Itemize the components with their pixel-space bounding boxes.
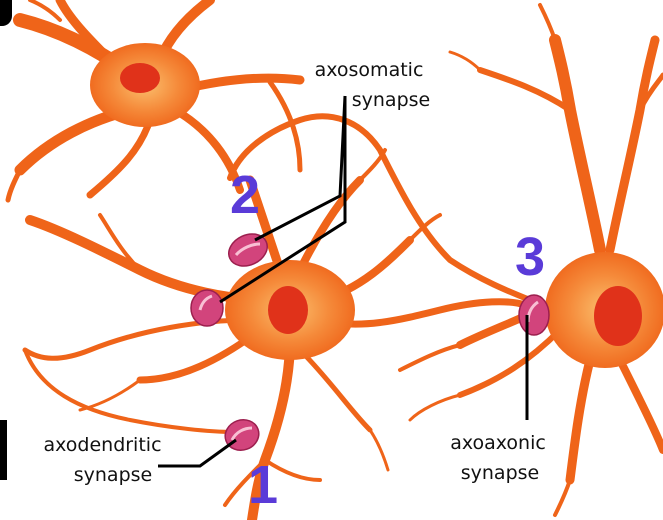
label-axoaxonic-line2: synapse (445, 461, 555, 485)
label-axodendritic-line1: axodendritic (30, 433, 175, 457)
label-axodendritic-line2: synapse (58, 463, 168, 487)
nucleus-center (268, 286, 308, 334)
label-axosomatic-line1: axosomatic (304, 58, 434, 82)
number-1: 1 (248, 458, 278, 512)
synapse-axodendritic (221, 415, 263, 455)
label-axosomatic-line2: synapse (336, 88, 446, 112)
label-axoaxonic-line1: axoaxonic (433, 431, 563, 455)
synapse-axosomatic-left (191, 290, 223, 326)
nucleus-right (594, 286, 642, 346)
number-2: 2 (230, 168, 260, 222)
synapse-axoaxonic (519, 295, 549, 335)
nucleus-top-left (120, 63, 160, 93)
number-3: 3 (515, 230, 545, 284)
neuron-top-left (8, 0, 530, 300)
